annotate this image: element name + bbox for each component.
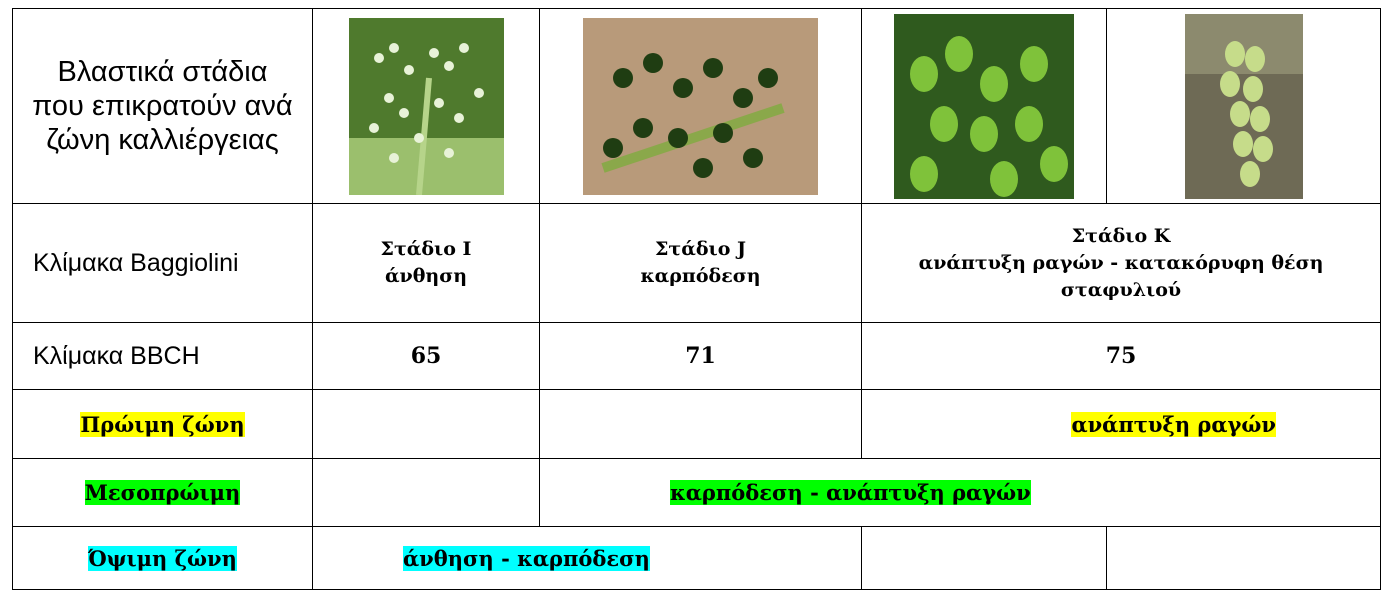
fruit-set-image-cell bbox=[539, 8, 862, 204]
baggiolini-label: Κλίμακα Baggiolini bbox=[12, 203, 313, 323]
early-zone-empty-1 bbox=[312, 389, 540, 459]
mid-zone-stage-cell: καρπόδεση - ανάπτυξη ραγών bbox=[539, 458, 1381, 527]
bbch-value-65: 65 bbox=[312, 322, 540, 390]
late-zone-label: Όψιμη ζώνη bbox=[88, 545, 237, 571]
mid-zone-row: Μεσοπρώιμη καρπόδεση - ανάπτυξη ραγών bbox=[12, 458, 1381, 527]
stage-k-desc: ανάπτυξη ραγών - κατακόρυφη θέση σταφυλι… bbox=[918, 251, 1324, 301]
bbch-value-71: 71 bbox=[539, 322, 862, 390]
berry-development-image-cell bbox=[861, 8, 1107, 204]
mid-zone-empty bbox=[312, 458, 540, 527]
flowering-image-cell bbox=[312, 8, 540, 204]
early-zone-label: Πρώιμη ζώνη bbox=[80, 411, 245, 437]
row-title: Βλαστικά στάδια που επικρατούν ανά ζώνη … bbox=[12, 8, 313, 204]
stage-j-name: Στάδιο J bbox=[655, 238, 746, 260]
bbch-value-75: 75 bbox=[861, 322, 1381, 390]
stage-j: Στάδιο J καρπόδεση bbox=[539, 203, 862, 323]
berry-development-image bbox=[894, 13, 1074, 199]
early-zone-stage: ανάπτυξη ραγών bbox=[1071, 411, 1276, 437]
stage-j-desc: καρπόδεση bbox=[640, 265, 761, 287]
vine-stages-table: Βλαστικά στάδια που επικρατούν ανά ζώνη … bbox=[12, 8, 1381, 590]
fruit-set-image bbox=[583, 17, 818, 195]
early-zone-label-cell: Πρώιμη ζώνη bbox=[12, 389, 313, 459]
late-zone-empty-2 bbox=[1106, 526, 1381, 590]
baggiolini-row: Κλίμακα Baggiolini Στάδιο I άνθηση Στάδι… bbox=[12, 203, 1381, 323]
mid-zone-label: Μεσοπρώιμη bbox=[84, 480, 241, 505]
stage-k: Στάδιο K ανάπτυξη ραγών - κατακόρυφη θέσ… bbox=[861, 203, 1381, 323]
stage-i-desc: άνθηση bbox=[384, 265, 468, 287]
stage-i: Στάδιο I άνθηση bbox=[312, 203, 540, 323]
late-zone-stage: άνθηση - καρπόδεση bbox=[403, 545, 650, 571]
late-zone-row: Όψιμη ζώνη άνθηση - καρπόδεση bbox=[12, 526, 1381, 590]
top-cut-heading-fragment bbox=[0, 0, 1391, 8]
late-zone-stage-cell: άνθηση - καρπόδεση bbox=[312, 526, 862, 590]
bbch-row: Κλίμακα BBCH 65 71 75 bbox=[12, 322, 1381, 390]
early-zone-empty-2 bbox=[539, 389, 862, 459]
stage-i-name: Στάδιο I bbox=[380, 238, 472, 260]
late-zone-empty-1 bbox=[861, 526, 1107, 590]
flowering-image bbox=[348, 17, 504, 195]
early-zone-row: Πρώιμη ζώνη ανάπτυξη ραγών bbox=[12, 389, 1381, 459]
stage-k-name: Στάδιο K bbox=[1071, 224, 1171, 247]
mid-zone-label-cell: Μεσοπρώιμη bbox=[12, 458, 313, 527]
cluster-image bbox=[1184, 13, 1303, 199]
image-row: Βλαστικά στάδια που επικρατούν ανά ζώνη … bbox=[12, 8, 1381, 204]
cluster-image-cell bbox=[1106, 8, 1381, 204]
bbch-label: Κλίμακα BBCH bbox=[12, 322, 313, 390]
early-zone-stage-cell: ανάπτυξη ραγών bbox=[861, 389, 1381, 459]
mid-zone-stage: καρπόδεση - ανάπτυξη ραγών bbox=[670, 480, 1031, 505]
late-zone-label-cell: Όψιμη ζώνη bbox=[12, 526, 313, 590]
